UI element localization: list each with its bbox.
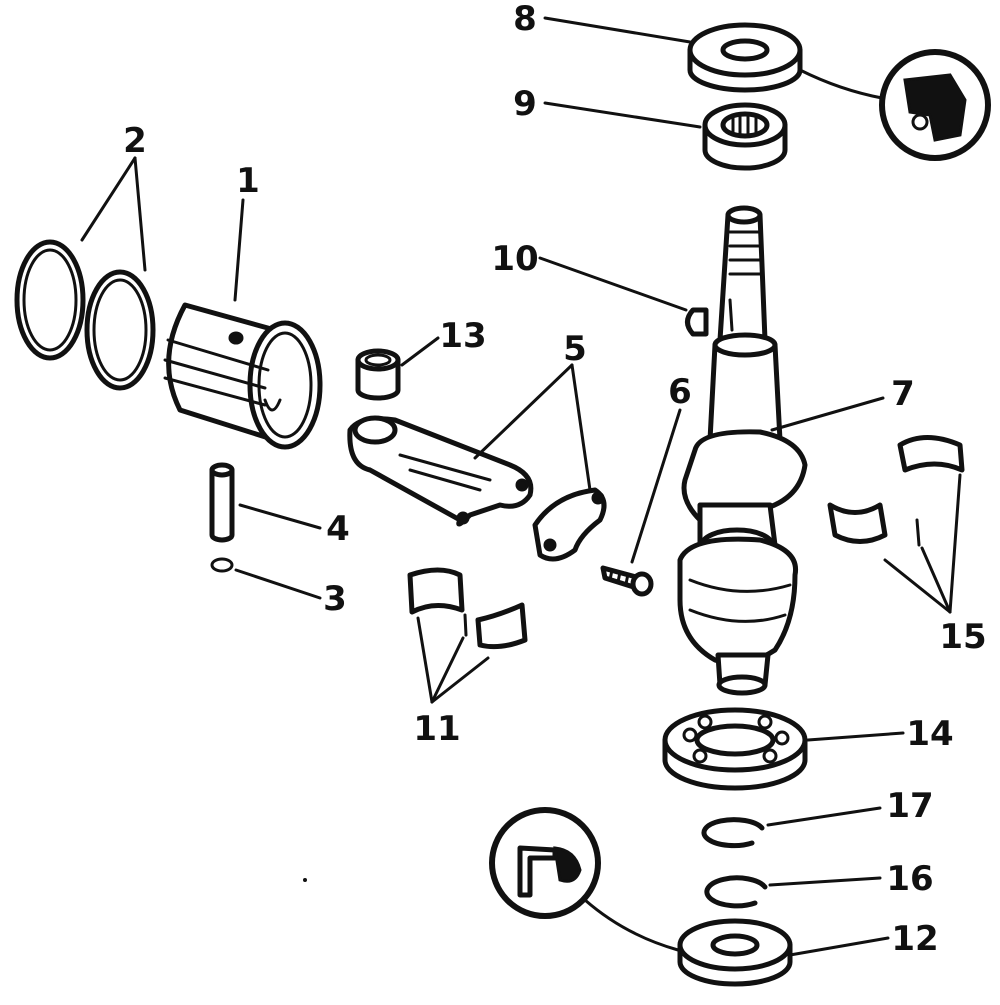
- callout-1: 1: [236, 161, 260, 201]
- callout-15: 15: [939, 617, 986, 657]
- part-11-bearing-halves: [407, 567, 528, 650]
- stray-dot: [303, 878, 307, 882]
- callout-4: 4: [326, 509, 350, 549]
- callout-17: 17: [886, 786, 933, 826]
- leader-lines: [80, 16, 962, 957]
- part-14-ball-bearing: [662, 707, 808, 791]
- callout-11: 11: [413, 709, 460, 749]
- callout-5: 5: [563, 329, 587, 369]
- part-1-piston: [163, 302, 323, 450]
- part-15-bearing-halves: [827, 435, 965, 547]
- callout-10: 10: [491, 239, 538, 279]
- part-17-retaining-ring: [701, 817, 765, 849]
- callout-13: 13: [439, 316, 486, 356]
- part-2-piston-rings: [14, 239, 156, 391]
- part-5-rod-cap: [532, 487, 607, 562]
- part-10-key: [685, 307, 709, 337]
- part-12-seal: [677, 918, 793, 987]
- callout-7: 7: [891, 374, 915, 414]
- part-3-retaining-ring: [210, 557, 234, 573]
- part-8-seal: [687, 22, 803, 93]
- part-4-wrist-pin: [209, 462, 235, 543]
- callout-9: 9: [513, 84, 537, 124]
- callout-3: 3: [323, 579, 347, 619]
- part-6-screw: [600, 565, 654, 597]
- part-16-retaining-ring: [704, 875, 768, 909]
- callout-8: 8: [513, 0, 537, 39]
- part-7-crankshaft: [677, 205, 808, 696]
- callout-numbers: 1 2 3 4 5 6 7 8 9 10 11 12 13 14 15 16 1…: [123, 0, 987, 959]
- callout-14: 14: [906, 714, 953, 754]
- part-13-small-bearing: [355, 348, 401, 401]
- callout-2: 2: [123, 121, 147, 161]
- callout-6: 6: [668, 372, 692, 412]
- sealant-inset-top: [798, 49, 991, 161]
- part-5-connecting-rod: [347, 415, 534, 527]
- callout-12: 12: [891, 919, 938, 959]
- callout-16: 16: [886, 859, 933, 899]
- sealant-inset-bottom: [489, 807, 680, 952]
- part-9-needle-bearing: [702, 102, 788, 171]
